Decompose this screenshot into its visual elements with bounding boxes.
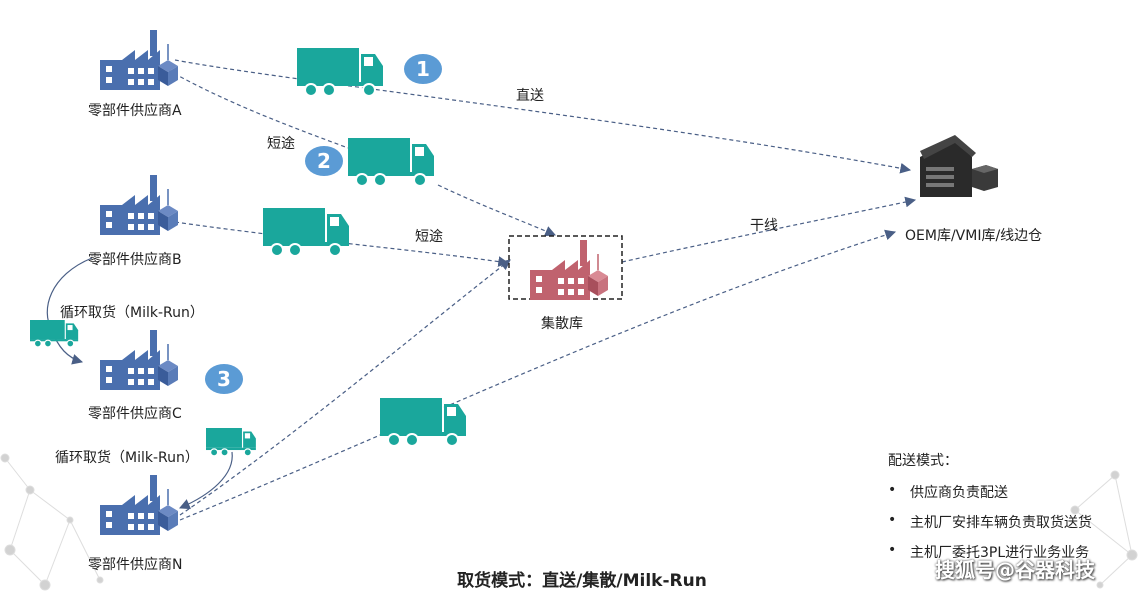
truck-short-b-icon [262, 207, 350, 257]
legend: 配送模式： 供应商负责配送 主机厂安排车辆负责取货送货 主机厂委托3PL进行业务… [888, 450, 1092, 572]
diagram-title: 取货模式：直送/集散/Milk-Run [457, 571, 707, 591]
flow-truck2-to-hub [437, 184, 556, 237]
label-hub: 集散库 [541, 316, 583, 332]
flow-n-to-oem [179, 229, 897, 521]
flow-milkrun-c-to-n [179, 451, 233, 510]
edge-label-trunk: 干线 [750, 218, 778, 234]
legend-item: 主机厂委托3PL进行业务业务 [888, 542, 1092, 562]
flow-trunk-hub-to-oem [621, 196, 917, 263]
flow-short-b-to-hub [174, 221, 510, 267]
step-badge-2: 2 [305, 146, 343, 176]
step-badge-1: 1 [404, 54, 442, 84]
flow-short-a-to-truck2 [167, 69, 349, 149]
factory-hub-icon [530, 240, 608, 300]
legend-item: 供应商负责配送 [888, 482, 1092, 502]
watermark: 搜狐号@谷器科技 [935, 558, 1095, 582]
label-supplier-c: 零部件供应商C [88, 406, 182, 422]
decor-network-left [0, 453, 104, 591]
label-oem: OEM库/VMI库/线边仓 [905, 228, 1043, 244]
factory-supplier-a-icon [99, 29, 179, 91]
label-supplier-a: 零部件供应商A [88, 103, 182, 119]
edge-label-milkrun-c-n: 循环取货（Milk-Run） [55, 450, 199, 466]
edge-label-short-a: 短途 [267, 136, 295, 152]
warehouse-icon [920, 135, 998, 197]
truck-short-a-icon [347, 137, 435, 187]
edge-label-milkrun-b-c: 循环取货（Milk-Run） [60, 305, 204, 321]
factory-supplier-c-icon [99, 329, 179, 391]
step-badge-3: 3 [205, 364, 243, 394]
truck-direct-icon [296, 47, 384, 97]
label-supplier-n: 零部件供应商N [88, 557, 183, 573]
truck-milkrun-c-n-icon [205, 427, 257, 457]
factory-supplier-n-icon [99, 474, 179, 536]
edge-label-short-b: 短途 [415, 229, 443, 245]
truck-n-to-oem-icon [379, 397, 467, 447]
truck-milkrun-b-c-icon [29, 319, 79, 348]
legend-heading: 配送模式： [888, 453, 958, 469]
label-supplier-b: 零部件供应商B [88, 252, 182, 268]
factory-supplier-b-icon [99, 174, 179, 236]
flow-direct-a-to-oem [174, 59, 912, 174]
legend-item: 主机厂安排车辆负责取货送货 [888, 512, 1092, 532]
edge-label-direct: 直送 [516, 88, 544, 104]
flow-n-to-hub [179, 259, 511, 516]
